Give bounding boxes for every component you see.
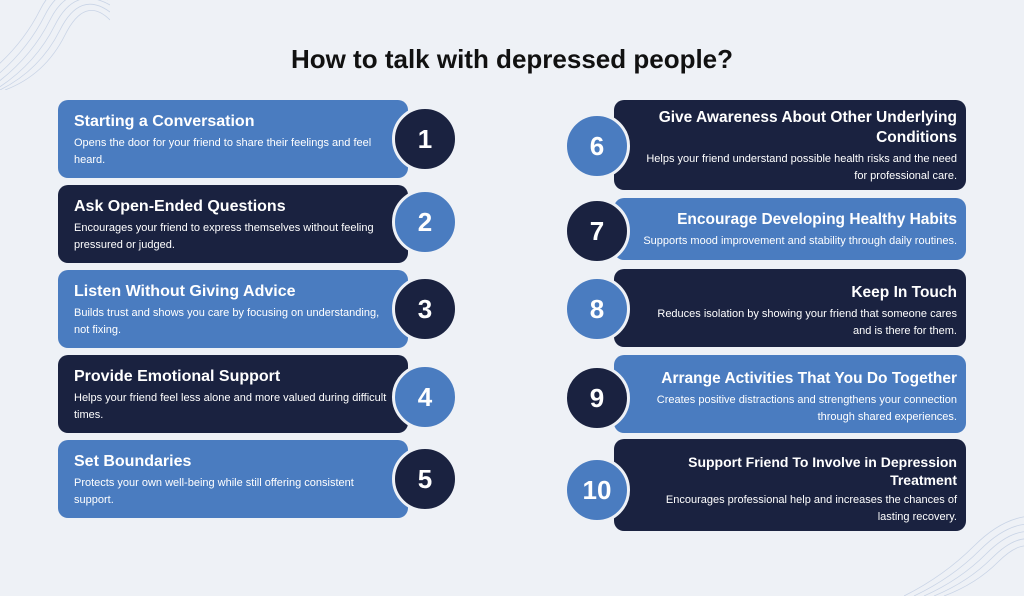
step-number-7: 7 — [564, 198, 630, 264]
step-card-1: Starting a Conversation Opens the door f… — [58, 100, 408, 178]
step-number-8: 8 — [564, 276, 630, 342]
step-number-5: 5 — [392, 446, 458, 512]
step-card-7: Encourage Developing Healthy Habits Supp… — [614, 198, 966, 260]
step-card-10: Support Friend To Involve in Depression … — [614, 439, 966, 531]
step-description: Builds trust and shows you care by focus… — [74, 307, 380, 336]
step-number-10: 10 — [564, 457, 630, 523]
page-title: How to talk with depressed people? — [290, 44, 734, 74]
step-heading: Set Boundaries — [74, 453, 192, 470]
step-card-4: Provide Emotional Support Helps your fri… — [58, 355, 408, 433]
step-heading: Keep In Touch — [851, 284, 957, 301]
step-heading: Provide Emotional Support — [74, 368, 281, 385]
step-number-2: 2 — [392, 189, 458, 255]
step-card-9: Arrange Activities That You Do Together … — [614, 355, 966, 433]
step-card-2: Ask Open-Ended Questions Encourages your… — [58, 185, 408, 263]
step-card-6: Give Awareness About Other Underlying Co… — [614, 100, 966, 190]
step-description: Encourages professional help and increas… — [665, 494, 957, 523]
step-description: Protects your own well-being while still… — [74, 477, 354, 506]
step-description: Helps your friend feel less alone and mo… — [74, 392, 387, 421]
step-heading: Support Friend To Involve in Depression … — [688, 454, 957, 488]
step-number-6: 6 — [564, 113, 630, 179]
step-number-4: 4 — [392, 364, 458, 430]
step-description: Creates positive distractions and streng… — [656, 394, 957, 423]
step-description: Reduces isolation by showing your friend… — [657, 308, 957, 337]
step-card-8: Keep In Touch Reduces isolation by showi… — [614, 269, 966, 347]
step-number-1: 1 — [392, 106, 458, 172]
step-heading: Starting a Conversation — [74, 113, 255, 130]
step-card-3: Listen Without Giving Advice Builds trus… — [58, 270, 408, 348]
step-description: Encourages your friend to express themse… — [74, 222, 374, 251]
step-heading: Ask Open-Ended Questions — [74, 198, 286, 215]
step-heading: Listen Without Giving Advice — [74, 283, 296, 300]
step-description: Helps your friend understand possible he… — [646, 153, 957, 182]
step-heading: Arrange Activities That You Do Together — [661, 370, 957, 387]
step-description: Supports mood improvement and stability … — [643, 235, 957, 247]
step-card-5: Set Boundaries Protects your own well-be… — [58, 440, 408, 518]
step-number-9: 9 — [564, 365, 630, 431]
step-number-3: 3 — [392, 276, 458, 342]
step-heading: Give Awareness About Other Underlying Co… — [658, 109, 957, 146]
step-description: Opens the door for your friend to share … — [74, 137, 372, 166]
step-heading: Encourage Developing Healthy Habits — [677, 211, 957, 228]
